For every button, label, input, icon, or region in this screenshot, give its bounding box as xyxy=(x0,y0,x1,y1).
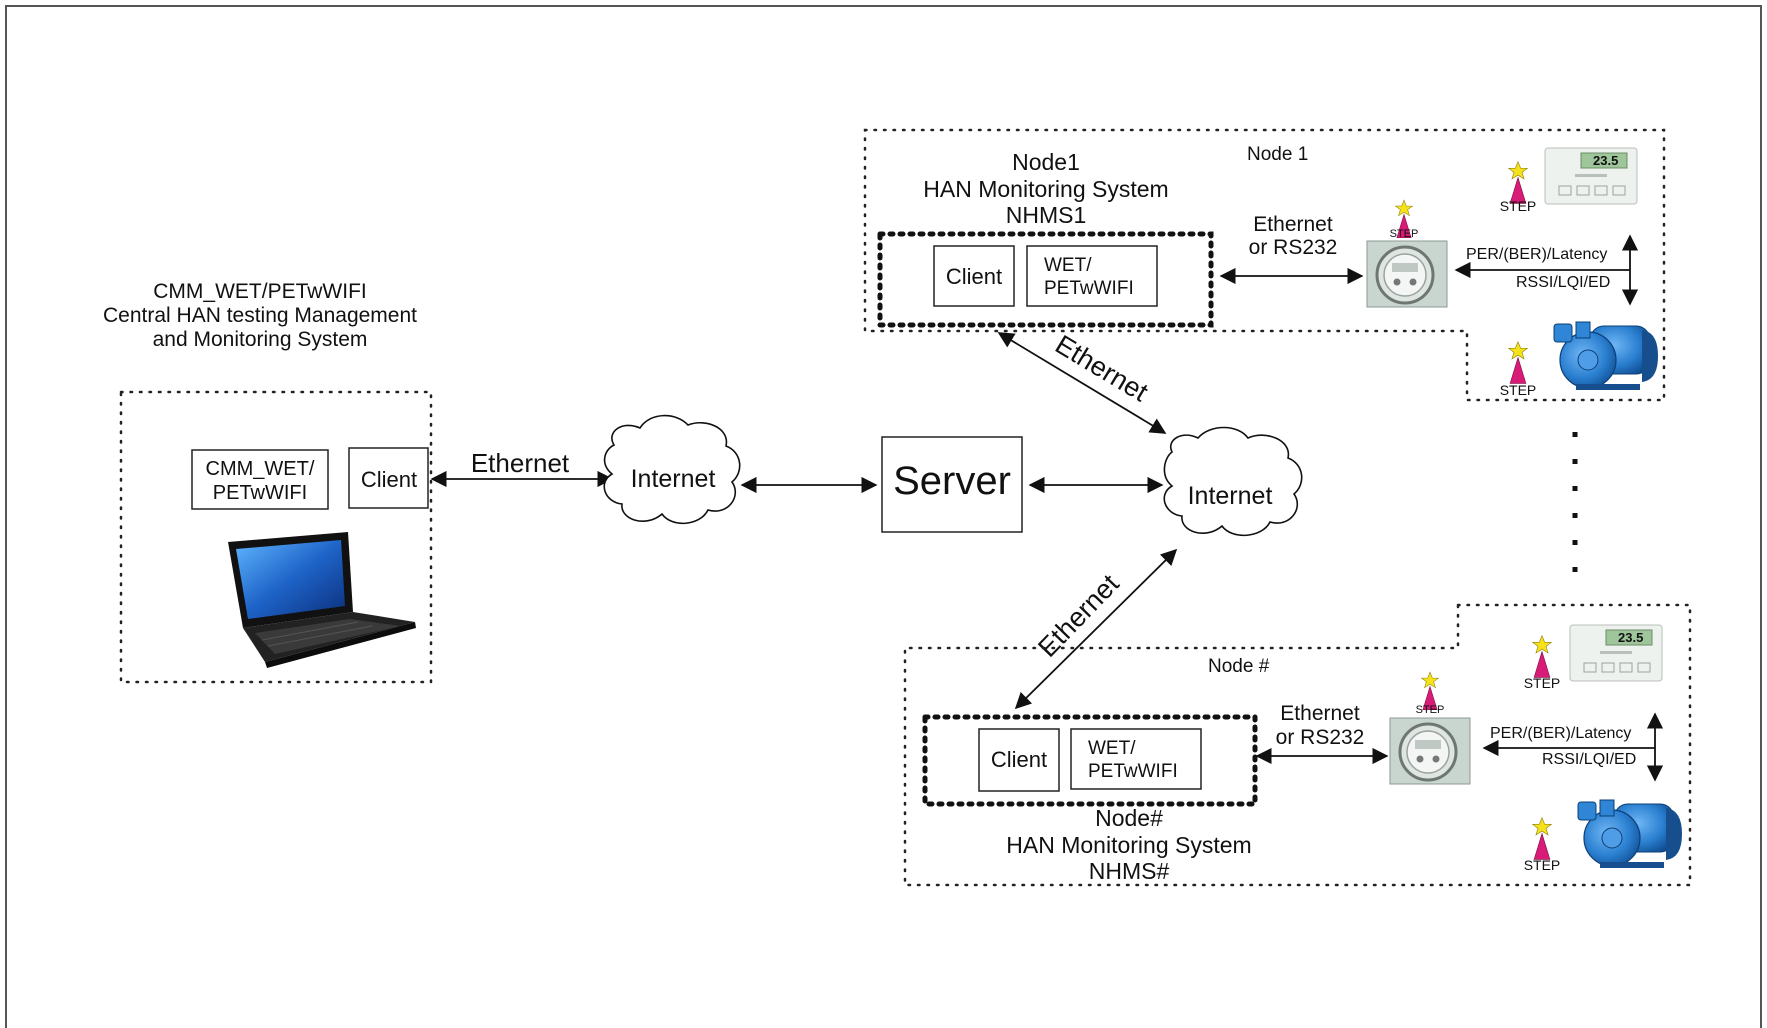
nodeN-app-box xyxy=(1070,728,1202,790)
cloud-icon xyxy=(1163,426,1303,537)
thermostat-icon: 23.5 xyxy=(1569,624,1663,682)
cmm-title-line1: CMM_WET/PETwWIFI xyxy=(153,280,367,303)
nodeN-link-line1: Ethernet xyxy=(1280,702,1360,725)
node1-title-line3: NHMS1 xyxy=(1006,202,1087,228)
nodeN-app-line1: WET/ xyxy=(1088,738,1136,759)
node1-client-box xyxy=(933,245,1015,307)
nodeN-uplink xyxy=(1014,548,1178,710)
nodeN-client-box xyxy=(978,728,1060,792)
node1-app-box xyxy=(1026,245,1158,307)
server-label: Server xyxy=(893,459,1011,503)
cloud-icon xyxy=(603,414,741,525)
water-pump-icon xyxy=(1553,321,1659,391)
nodeN-pump-step-label: STEP xyxy=(1524,857,1561,873)
node1-metrics-top: PER/(BER)/Latency xyxy=(1466,246,1607,263)
node1-uplink xyxy=(997,332,1167,434)
node1-boundary xyxy=(863,128,1666,402)
nodeN-app-line2: PETwWIFI xyxy=(1088,761,1178,782)
thermostat-icon: 23.5 xyxy=(1544,147,1638,205)
node1-link-line1: Ethernet xyxy=(1253,213,1333,236)
nodeN-meter-step-label: STEP xyxy=(1416,704,1445,716)
nodeN-corner-label: Node # xyxy=(1208,656,1270,677)
node1-thermostat-reading: 23.5 xyxy=(1593,153,1618,168)
cmm-app-line2: PETwWIFI xyxy=(213,482,307,504)
nodeN-client-label: Client xyxy=(991,747,1047,772)
node1-nhms-boundary xyxy=(877,231,1214,328)
cmm-app-box xyxy=(191,449,329,510)
nodeN-title-line1: Node# xyxy=(1095,805,1163,831)
step-antenna-icon xyxy=(1508,341,1528,384)
cmm-client-label: Client xyxy=(361,467,417,492)
nodeN-metrics-bottom: RSSI/LQI/ED xyxy=(1542,751,1636,768)
cmm-title-line2: Central HAN testing Management xyxy=(103,304,417,327)
internet-right-label: Internet xyxy=(1188,482,1273,510)
nodeN-title-line3: NHMS# xyxy=(1089,858,1170,884)
node1-client-label: Client xyxy=(946,264,1002,289)
cmm-title: CMM_WET/PETwWIFI Central HAN testing Man… xyxy=(103,280,417,351)
cmm-boundary xyxy=(119,390,433,684)
step-antenna-icon xyxy=(1532,817,1552,860)
nodeN-thermostat-reading: 23.5 xyxy=(1618,630,1643,645)
smart-meter-icon xyxy=(1388,716,1472,786)
node1-app-line1: WET/ xyxy=(1044,255,1092,276)
cmm-ethernet-label: Ethernet xyxy=(471,448,570,478)
smart-meter-icon xyxy=(1365,239,1449,309)
laptop-icon xyxy=(228,532,416,668)
node1-title-line2: HAN Monitoring System xyxy=(923,176,1168,202)
nodeN-title-line2: HAN Monitoring System xyxy=(1006,832,1251,858)
nodeN-thermo-step-label: STEP xyxy=(1524,675,1561,691)
server-box xyxy=(881,436,1023,533)
node1-metrics-bottom: RSSI/LQI/ED xyxy=(1516,274,1610,291)
node1-corner-label: Node 1 xyxy=(1247,144,1308,165)
cmm-title-line3: and Monitoring System xyxy=(153,328,368,351)
node1-title-line1: Node1 xyxy=(1012,149,1080,175)
cmm-app-line1: CMM_WET/ xyxy=(206,458,315,480)
step-antenna-icon xyxy=(1532,635,1552,678)
internet-left-label: Internet xyxy=(631,465,716,493)
cmm-client-box xyxy=(348,447,429,509)
nodeN-metrics-top: PER/(BER)/Latency xyxy=(1490,725,1631,742)
node1-app-line2: PETwWIFI xyxy=(1044,278,1134,299)
nodeN-nhms-boundary xyxy=(922,714,1258,807)
outer-frame xyxy=(5,5,1762,1028)
water-pump-icon xyxy=(1577,799,1683,869)
nodeN-link-line2: or RS232 xyxy=(1276,726,1365,749)
node1-link-line2: or RS232 xyxy=(1249,236,1338,259)
node1-thermo-step-label: STEP xyxy=(1500,198,1537,214)
node1-pump-step-label: STEP xyxy=(1500,382,1537,398)
node1-meter-step-label: STEP xyxy=(1390,228,1419,240)
